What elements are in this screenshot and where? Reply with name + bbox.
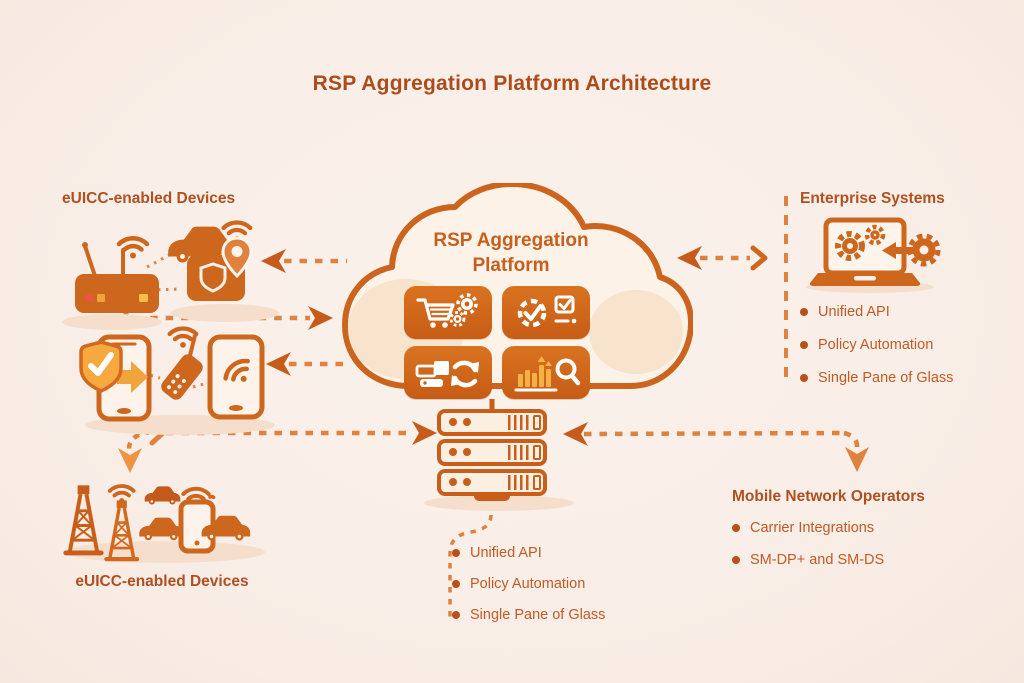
server-unit	[437, 409, 547, 436]
arrowhead-left-top	[261, 249, 286, 273]
page-title: RSP Aggregation Platform Architecture	[312, 72, 712, 95]
arrowhead-into-cloud-right	[677, 246, 702, 270]
branch-to-bottom-devices	[126, 432, 140, 453]
platform-bullet-list: Unified API Policy Automation Single Pan…	[452, 545, 605, 638]
top-left-devices-art	[62, 212, 279, 435]
mno-heading: Mobile Network Operators	[732, 488, 925, 505]
arrowhead-down-devices	[118, 448, 142, 473]
arrowhead-into-server-left	[412, 421, 437, 445]
gear-check-icon	[517, 295, 577, 327]
phone-shield-icon	[79, 334, 152, 422]
arrow-mno-to-server	[583, 430, 845, 437]
car-icon	[139, 517, 184, 541]
router-icon	[75, 238, 159, 313]
cloud-tile-grid	[404, 286, 590, 399]
arrowhead-left-bottom	[266, 352, 291, 376]
cloud-title-line2: Platform	[472, 255, 550, 276]
dotted-link	[149, 287, 183, 292]
shadow	[424, 495, 574, 511]
walkie-talkie-icon	[161, 329, 203, 400]
bullet-item: Unified API	[452, 545, 605, 561]
shadow	[62, 314, 162, 330]
bottom-left-devices-label: eUICC-enabled Devices	[75, 573, 249, 590]
bullet-item: Carrier Integrations	[732, 520, 884, 536]
phone-wifi-icon	[207, 334, 265, 420]
server-to-bullets-line	[448, 514, 493, 623]
tile-analytics[interactable]	[502, 346, 590, 399]
laptop-gears-icon	[806, 217, 941, 293]
bottom-left-devices-art	[58, 452, 265, 563]
arrowhead-into-server-right	[563, 422, 588, 446]
arrowhead-down-mno	[845, 447, 869, 472]
sim-case-icon	[187, 236, 253, 301]
device-sync-icon	[415, 360, 479, 387]
bullet-item: Policy Automation	[800, 337, 953, 353]
enterprise-heading: Enterprise Systems	[800, 190, 945, 207]
bullet-item: Unified API	[800, 304, 953, 320]
cloud-title: RSP Aggregation Platform	[396, 228, 626, 278]
wifi-icon	[107, 484, 136, 506]
bullet-item: Policy Automation	[452, 576, 605, 592]
cell-tower-icon	[66, 485, 101, 553]
bullet-item: Single Pane of Glass	[452, 607, 605, 623]
phone-icon	[178, 494, 217, 554]
bullet-item: Single Pane of Glass	[800, 370, 953, 386]
enterprise-bullet-list: Unified API Policy Automation Single Pan…	[800, 304, 953, 403]
shadow	[171, 304, 279, 322]
chevron-to-enterprise	[750, 245, 768, 271]
server-stack-icon[interactable]	[437, 409, 547, 501]
arrowhead-into-cloud	[308, 306, 333, 330]
car-icon	[144, 486, 181, 505]
cart-gears-icon	[416, 292, 478, 328]
cloud-title-line1: RSP Aggregation	[433, 230, 589, 251]
branch-to-mno	[843, 430, 860, 451]
top-left-devices-label: eUICC-enabled Devices	[62, 190, 236, 207]
server-foot	[474, 492, 510, 501]
server-unit	[437, 439, 547, 466]
location-pin-icon	[221, 236, 253, 279]
tile-commerce[interactable]	[404, 286, 492, 339]
mno-bullet-list: Carrier Integrations SM-DP+ and SM-DS	[732, 520, 884, 584]
tile-policy-check[interactable]	[502, 286, 590, 339]
analytics-search-icon	[514, 355, 581, 391]
tile-device-sync[interactable]	[404, 346, 492, 399]
bullet-item: SM-DP+ and SM-DS	[732, 552, 884, 568]
